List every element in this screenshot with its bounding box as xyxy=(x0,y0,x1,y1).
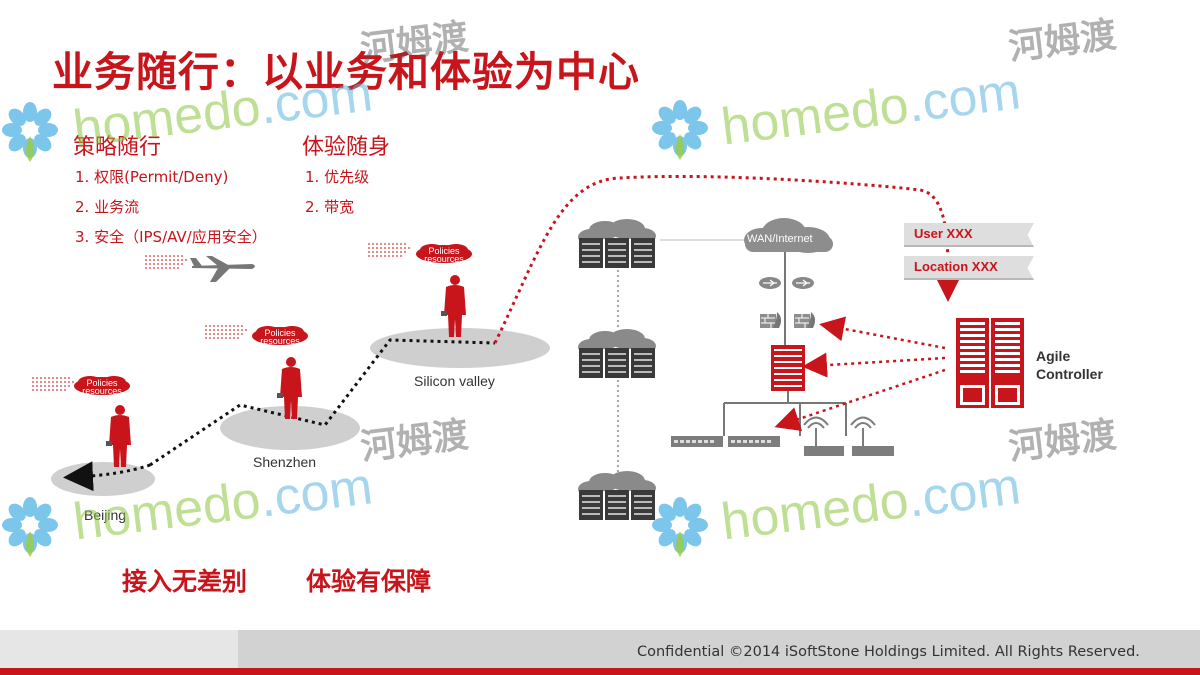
speed-lines xyxy=(144,255,190,269)
wireless-ap-icon xyxy=(850,416,894,456)
platform-shenzhen xyxy=(220,406,360,450)
footer-accent-line xyxy=(0,668,1200,675)
experience-item: 1. 优先级 xyxy=(305,168,370,186)
firewall-icon xyxy=(760,312,782,328)
watermark-flower-icon xyxy=(2,497,58,557)
controller-icon xyxy=(956,318,1024,408)
policy-path xyxy=(493,174,964,344)
server-rack-icon xyxy=(578,471,656,520)
policy-item: 2. 业务流 xyxy=(75,198,140,216)
wan-label: WAN/Internet xyxy=(747,233,813,245)
businessman-icon xyxy=(441,275,466,337)
policy-arrow xyxy=(774,368,946,432)
policy-item: 1. 权限(Permit/Deny) xyxy=(75,168,229,186)
experience-item: 2. 带宽 xyxy=(305,198,355,216)
switch-icon xyxy=(728,436,780,447)
core-switch-icon xyxy=(771,345,805,391)
section-heading-experience: 体验随身 xyxy=(302,135,391,160)
controller-label-line1: Agile xyxy=(1036,348,1071,364)
user-tag: User XXX xyxy=(904,223,1034,247)
location-label-silicon-valley: Silicon valley xyxy=(414,373,495,389)
policy-cloud-label: Policies resources xyxy=(424,246,464,264)
location-label-shenzhen: Shenzhen xyxy=(253,454,317,470)
footer-copyright: Confidential ©2014 iSoftStone Holdings L… xyxy=(637,644,1140,660)
speed-lines xyxy=(367,243,413,257)
location-tag: Location XXX xyxy=(904,256,1034,280)
airplane-icon xyxy=(190,256,255,282)
watermark-flower-icon xyxy=(652,100,708,160)
switch-icon xyxy=(671,436,723,447)
wireless-ap-icon xyxy=(803,416,844,456)
policy-item: 3. 安全（IPS/AV/应用安全） xyxy=(75,228,267,246)
server-rack-icon xyxy=(578,329,656,378)
speed-lines xyxy=(204,325,250,339)
policy-cloud-label: Policies resources xyxy=(82,378,122,396)
slogan-experience: 体验有保障 xyxy=(306,567,432,596)
policy-arrow xyxy=(819,316,946,350)
controller-label: Agile Controller xyxy=(1036,347,1103,383)
platform-silicon-valley xyxy=(370,328,550,368)
firewall-icon xyxy=(794,312,816,328)
controller-label-line2: Controller xyxy=(1036,366,1103,382)
watermark-flower-icon xyxy=(2,102,58,162)
slogan-access: 接入无差别 xyxy=(122,567,248,596)
watermark-flower-icon xyxy=(652,497,708,557)
businessman-icon xyxy=(106,405,131,467)
footer-bar-left xyxy=(0,630,238,668)
policy-cloud-label: Policies resources xyxy=(260,328,300,346)
router-icon xyxy=(792,277,814,289)
cloud-icon xyxy=(744,218,833,253)
travel-path xyxy=(149,338,496,467)
server-rack-icon xyxy=(578,219,656,268)
page-title: 业务随行：以业务和体验为中心 xyxy=(52,48,640,96)
speed-lines xyxy=(31,377,77,391)
location-label-beijing: Beijing xyxy=(84,507,127,523)
router-icon xyxy=(759,277,781,289)
section-heading-policy: 策略随行 xyxy=(73,135,162,160)
policy-arrow xyxy=(802,352,946,378)
